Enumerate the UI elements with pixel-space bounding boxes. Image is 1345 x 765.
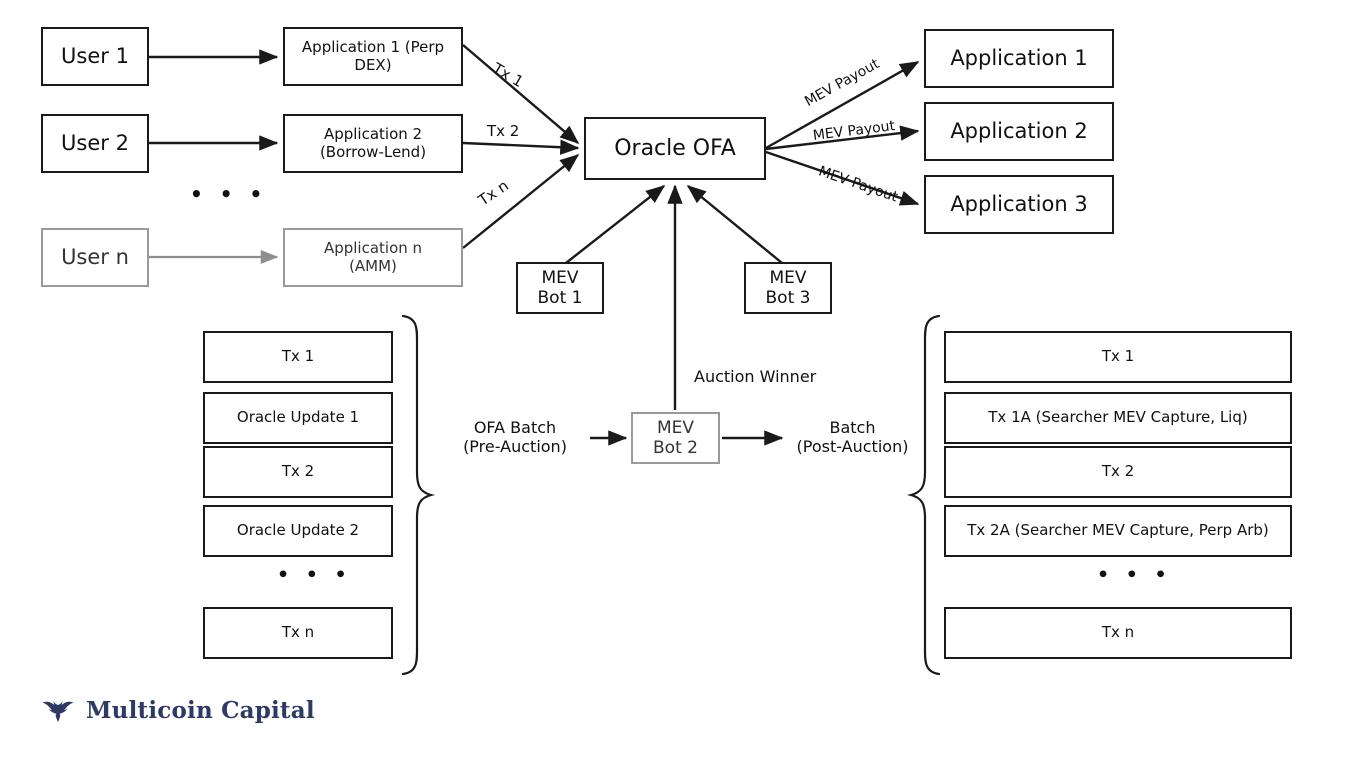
batch-pre-item-oracle-update-1[interactable]: Oracle Update 1: [203, 392, 393, 444]
node-mev-bot-1[interactable]: MEV Bot 1: [516, 262, 604, 314]
batch-post-ellipsis: • • •: [1097, 564, 1172, 586]
batch-pre-item-tx-2[interactable]: Tx 2: [203, 446, 393, 498]
edge-label-tx-1: Tx 1: [489, 59, 527, 91]
node-application-2-borrow-lend[interactable]: Application 2 (Borrow-Lend): [283, 114, 463, 173]
edge-label-mev-payout-3: MEV Payout: [816, 163, 900, 206]
edge-label-mev-payout-1: MEV Payout: [802, 55, 883, 110]
label-batch-post-auction: Batch (Post-Auction): [796, 418, 909, 457]
batch-post-item-tx-1a[interactable]: Tx 1A (Searcher MEV Capture, Liq): [944, 392, 1292, 444]
edge-label-tx-2: Tx 2: [487, 122, 520, 140]
batch-pre-item-oracle-update-2[interactable]: Oracle Update 2: [203, 505, 393, 557]
node-application-n-amm[interactable]: Application n (AMM): [283, 228, 463, 287]
node-user-1[interactable]: User 1: [41, 27, 149, 86]
batch-pre-ellipsis: • • •: [277, 564, 352, 586]
node-mev-bot-3[interactable]: MEV Bot 3: [744, 262, 832, 314]
batch-post-item-tx-2[interactable]: Tx 2: [944, 446, 1292, 498]
label-auction-winner: Auction Winner: [694, 367, 817, 386]
node-right-application-1[interactable]: Application 1: [924, 29, 1114, 88]
edge-label-mev-payout-2: MEV Payout: [812, 117, 896, 144]
batch-post-item-tx-1[interactable]: Tx 1: [944, 331, 1292, 383]
node-user-n[interactable]: User n: [41, 228, 149, 287]
users-ellipsis: • • •: [190, 182, 268, 206]
brand-name: Multicoin Capital: [86, 696, 315, 724]
edge-label-tx-n: Tx n: [474, 176, 512, 210]
node-right-application-3[interactable]: Application 3: [924, 175, 1114, 234]
brand-logo: Multicoin Capital: [41, 695, 315, 725]
node-application-1-perp-dex[interactable]: Application 1 (Perp DEX): [283, 27, 463, 86]
node-oracle-ofa[interactable]: Oracle OFA: [584, 117, 766, 180]
eagle-icon: [41, 695, 75, 725]
brace-pre-auction: [401, 314, 436, 676]
node-mev-bot-2[interactable]: MEV Bot 2: [631, 412, 720, 464]
node-user-2[interactable]: User 2: [41, 114, 149, 173]
batch-post-item-tx-n[interactable]: Tx n: [944, 607, 1292, 659]
batch-pre-item-tx-1[interactable]: Tx 1: [203, 331, 393, 383]
batch-post-item-tx-2a[interactable]: Tx 2A (Searcher MEV Capture, Perp Arb): [944, 505, 1292, 557]
brace-post-auction: [906, 314, 941, 676]
node-right-application-2[interactable]: Application 2: [924, 102, 1114, 161]
batch-pre-item-tx-n[interactable]: Tx n: [203, 607, 393, 659]
label-ofa-batch-pre-auction: OFA Batch (Pre-Auction): [463, 418, 567, 457]
